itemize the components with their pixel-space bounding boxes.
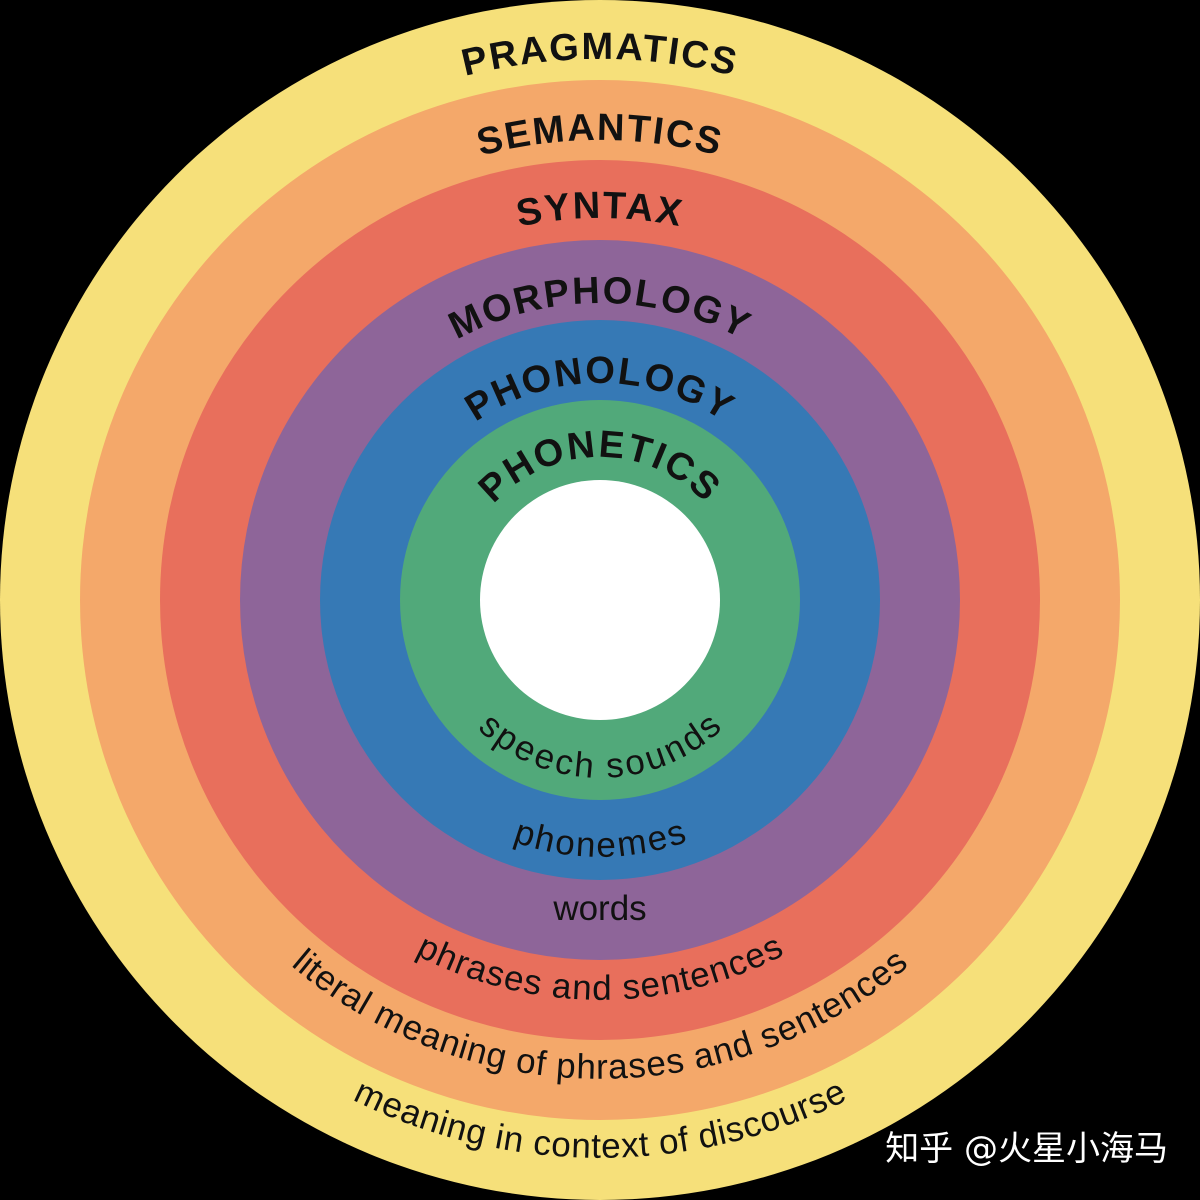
morphology-description: words xyxy=(552,889,646,928)
watermark-text: 知乎 @火星小海马 xyxy=(885,1129,1168,1169)
center-circle xyxy=(480,480,720,720)
